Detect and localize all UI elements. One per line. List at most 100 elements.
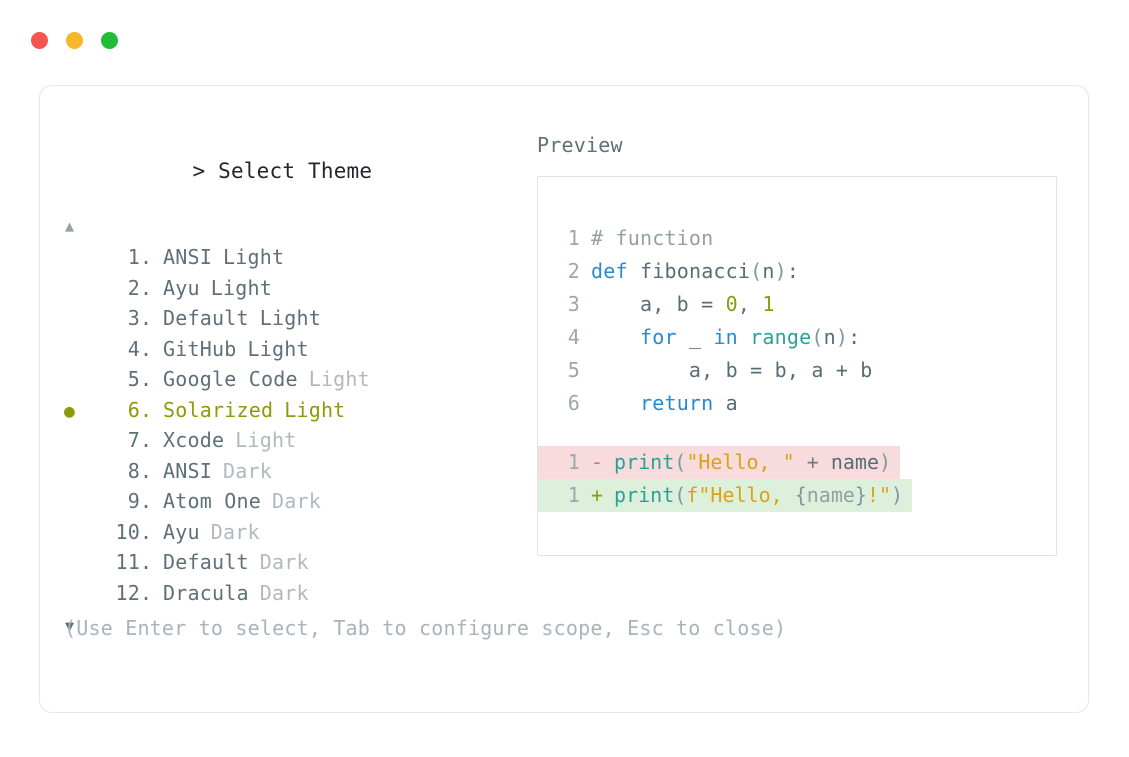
code-token: ) [879, 450, 892, 474]
theme-item-index: 3 [127, 306, 140, 330]
theme-item-index: 8 [127, 458, 140, 483]
diff-sign: - [591, 450, 604, 474]
code-token: ( [811, 325, 824, 349]
code-line-number: 6 [567, 391, 580, 415]
theme-item-index: 12 [115, 580, 140, 605]
code-line: 6 return a [538, 387, 1056, 420]
code-line-number: 3 [567, 292, 580, 316]
theme-item-variant: Light [247, 336, 309, 361]
theme-item-index: 10 [115, 519, 140, 544]
code-token: ( [674, 450, 687, 474]
code-line-content: return a [591, 387, 738, 420]
code-token: # function [591, 226, 714, 250]
theme-item-name: Dracula [163, 580, 249, 605]
theme-select-panel: > Select Theme ▲ ● 1. ANSI Light ●2.AyuLight… [64, 132, 534, 636]
diff-line-content: print(f"Hello, {name}!") [614, 479, 912, 512]
code-token: "Hello, [698, 483, 795, 507]
code-token: ( [674, 483, 687, 507]
theme-item-index-dot: . [140, 245, 153, 269]
code-line-content: a, b = 0, 1 [591, 288, 775, 321]
code-token: n [762, 259, 775, 283]
theme-item-index: 6 [127, 397, 140, 422]
prompt-symbol: > [192, 159, 206, 183]
code-token: : [848, 325, 861, 349]
code-token: a [713, 391, 738, 415]
theme-item-name: Xcode [163, 428, 225, 452]
selected-bullet-icon: ● [64, 427, 94, 458]
maximize-window-button[interactable] [101, 32, 118, 49]
theme-item-variant: Dark [210, 519, 260, 544]
code-token: _ [676, 325, 714, 349]
code-line-number: 5 [567, 358, 580, 382]
code-line-content: a, b = b, a + b [591, 354, 873, 387]
theme-item-name: GitHub [163, 336, 237, 361]
code-token: ) [891, 483, 904, 507]
theme-item-name: Default [163, 306, 249, 330]
code-token: return [639, 391, 714, 415]
theme-item-index-dot: . [140, 428, 153, 452]
theme-list-item[interactable]: ● 4. GitHub Light [64, 334, 534, 365]
selected-bullet-icon: ● [64, 305, 94, 336]
theme-item-index: 4 [127, 336, 140, 361]
code-token [591, 391, 640, 415]
code-token: print [614, 450, 675, 474]
theme-item-variant: Light [223, 245, 285, 269]
preview-label: Preview [537, 133, 623, 157]
close-window-button[interactable] [31, 32, 48, 49]
code-token: in [713, 325, 738, 349]
code-line-number: 4 [567, 325, 580, 349]
theme-item-index-dot: . [140, 550, 153, 574]
theme-item-name: Solarized [163, 397, 274, 422]
code-token: "Hello, " [686, 450, 795, 474]
code-token: print [614, 483, 675, 507]
theme-item-variant: Light [284, 397, 346, 422]
code-token: range [750, 325, 812, 349]
theme-item-name: ANSI [163, 245, 213, 269]
page-title: > Select Theme [64, 132, 534, 210]
theme-item-variant: Light [308, 367, 370, 391]
theme-item-index: 11 [115, 550, 140, 574]
keyboard-hint: (Use Enter to select, Tab to configure s… [64, 616, 787, 640]
theme-item-name: Atom One [163, 489, 261, 513]
scroll-down-icon[interactable]: ▼ [65, 617, 75, 635]
diff-line-add: 1+print(f"Hello, {name}!") [538, 479, 913, 512]
code-token [795, 450, 807, 474]
code-line-content: for _ in range(n): [591, 321, 860, 354]
theme-item-index: 1 [127, 245, 140, 269]
minimize-window-button[interactable] [66, 32, 83, 49]
code-line: 4 for _ in range(n): [538, 321, 1056, 354]
code-token [591, 325, 640, 349]
selected-bullet-icon: ● [64, 336, 94, 367]
code-token: name [806, 483, 855, 507]
code-token: n [823, 325, 836, 349]
code-line: 5 a, b = b, a + b [538, 354, 1056, 387]
theme-item-index-dot: . [140, 336, 153, 361]
scroll-up-icon[interactable]: ▲ [65, 217, 75, 235]
theme-item-name: Ayu [163, 519, 200, 544]
code-line: 3 a, b = 0, 1 [538, 288, 1056, 321]
code-token: : [786, 259, 800, 283]
code-token: 0 [725, 292, 738, 316]
code-token: + [806, 450, 819, 474]
diff-line-number: 1 [567, 483, 580, 507]
code-token: a, b = [591, 292, 726, 316]
code-token [819, 450, 831, 474]
theme-item-index: 9 [127, 489, 140, 513]
theme-item-index-dot: . [140, 306, 153, 330]
code-token: fibonacci [639, 259, 751, 283]
theme-item-variant: Light [235, 428, 297, 452]
selected-bullet-icon: ● [64, 519, 94, 550]
